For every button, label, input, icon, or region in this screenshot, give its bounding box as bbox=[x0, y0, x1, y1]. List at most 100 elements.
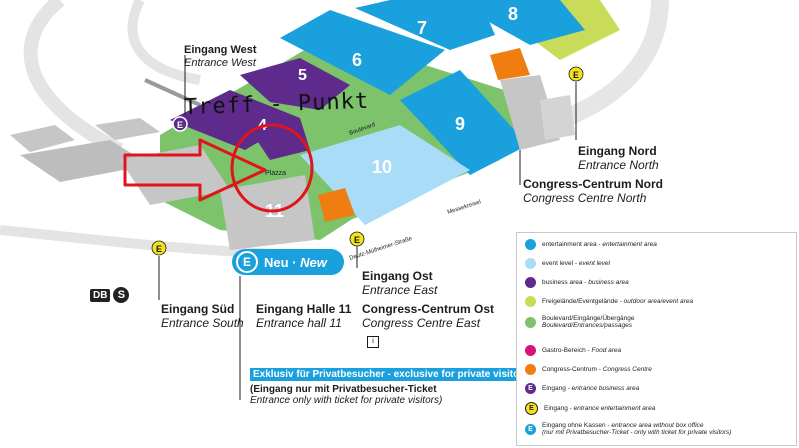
legend-item: event level - event level bbox=[525, 258, 610, 269]
legend-label: business area - business area bbox=[542, 278, 629, 286]
entrance-sued-de: Eingang Süd bbox=[161, 302, 235, 316]
hall-7-number: 7 bbox=[417, 18, 427, 38]
road-curve bbox=[23, 0, 124, 157]
legend-item: E Eingang - entrance business area bbox=[525, 383, 639, 394]
entrance-ost-marker-letter: E bbox=[354, 235, 360, 245]
entrance-nord-marker bbox=[568, 66, 584, 82]
congress-nord-en: Congress Centre North bbox=[523, 190, 647, 205]
bridge bbox=[144, 78, 201, 107]
station-building bbox=[10, 125, 75, 152]
congress-centre-ost bbox=[318, 188, 355, 222]
entrance-halle11-de: Eingang Halle 11 bbox=[256, 302, 352, 316]
legend-item: Freigelände/Eventgelände - outdoor area/… bbox=[525, 296, 693, 307]
new-entrance-text: Neu · New bbox=[264, 255, 327, 270]
transit-icons: DB S bbox=[90, 287, 130, 303]
legend-item: Congress-Centrum - Congress Centre bbox=[525, 364, 652, 375]
hall-8-number: 8 bbox=[508, 4, 518, 24]
entrance-ost-en: Entrance East bbox=[362, 282, 438, 297]
congress-nord-de: Congress-Centrum Nord bbox=[523, 177, 664, 191]
legend-label: Eingang - entrance entertainment area bbox=[544, 404, 656, 412]
hall-11-shape bbox=[220, 175, 315, 250]
legend-item: E Eingang - entrance entertainment area bbox=[525, 402, 655, 415]
hall-6-shape bbox=[280, 10, 445, 95]
legend-item: business area - business area bbox=[525, 277, 629, 288]
hall-8-shape bbox=[450, 0, 585, 45]
legend-label: Eingang - entrance business area bbox=[542, 384, 640, 392]
entrance-sued-en: Entrance South bbox=[161, 315, 244, 330]
hall-grey-west bbox=[120, 145, 230, 205]
legend-label: Congress-Centrum - Congress Centre bbox=[542, 365, 652, 373]
legend-item: E Eingang ohne Kassen - entrance area wit… bbox=[525, 422, 731, 437]
hall-5-number: 5 bbox=[298, 67, 307, 84]
congress-ost-de: Congress-Centrum Ost bbox=[362, 302, 495, 316]
s-bahn-icon: S bbox=[113, 287, 130, 303]
legend-swatch-icon bbox=[525, 239, 536, 250]
label-entrance-west: Eingang West Entrance West bbox=[184, 44, 257, 69]
hall-9-shape bbox=[400, 70, 528, 175]
new-en: New bbox=[300, 254, 327, 270]
private-line-3: Entrance only with ticket for private vi… bbox=[250, 395, 443, 406]
db-train-icon: DB bbox=[90, 288, 111, 302]
plazza-label: Plazza bbox=[265, 170, 286, 177]
road-curve bbox=[556, 0, 669, 129]
label-entrance-ost: Eingang Ost Entrance East bbox=[362, 269, 438, 298]
label-congress-nord: Congress-Centrum Nord Congress Centre No… bbox=[523, 177, 664, 206]
entrance-sued-marker-letter: E bbox=[156, 244, 162, 254]
label-entrance-halle11: Eingang Halle 11 Entrance hall 11 bbox=[256, 302, 352, 331]
congress-ost-en: Congress Centre East bbox=[362, 315, 481, 330]
private-line-2: (Eingang nur mit Privatbesucher-Ticket bbox=[250, 384, 437, 395]
private-highlight: Exklusiv für Privatbesucher - exclusive … bbox=[250, 368, 532, 381]
new-de: Neu · bbox=[264, 254, 301, 270]
station-building bbox=[95, 118, 160, 140]
entrance-ost-de: Eingang Ost bbox=[362, 269, 433, 283]
label-congress-ost: Congress-Centrum Ost Congress Centre Eas… bbox=[362, 302, 495, 331]
hall-6-number: 6 bbox=[352, 50, 362, 70]
legend-swatch-icon bbox=[525, 277, 536, 288]
new-entrance-badge: E Neu · New bbox=[232, 249, 344, 275]
info-glyph: i bbox=[367, 336, 379, 348]
legend-label: Eingang ohne Kassen - entrance area with… bbox=[542, 422, 732, 437]
legend-swatch-icon: E bbox=[525, 383, 536, 394]
legend-swatch-icon bbox=[525, 345, 536, 356]
annotation-arrow bbox=[123, 138, 267, 202]
legend-swatch-icon: E bbox=[525, 423, 536, 435]
entrance-nord-de: Eingang Nord bbox=[578, 144, 657, 158]
private-visitors-note: Exklusiv für Privatbesucher - exclusive … bbox=[250, 364, 532, 406]
congress-centre-nord bbox=[490, 48, 530, 80]
station-building bbox=[20, 140, 150, 182]
annotation-circle bbox=[230, 123, 314, 213]
legend-swatch-icon: E bbox=[525, 402, 538, 415]
hall-7-shape bbox=[355, 0, 495, 50]
legend-swatch-icon bbox=[525, 364, 536, 375]
map-legend: entertainment area - entertainment area e… bbox=[516, 232, 797, 446]
legend-label: event level - event level bbox=[542, 259, 610, 267]
congress-building-nord-2 bbox=[540, 95, 575, 140]
label-entrance-nord: Eingang Nord Entrance North bbox=[578, 144, 659, 173]
entrance-sued-marker bbox=[151, 240, 167, 256]
new-entrance-e-icon: E bbox=[236, 251, 258, 273]
legend-item: Gastro-Bereich - Food area bbox=[525, 345, 621, 356]
hall-10-number: 10 bbox=[372, 157, 392, 177]
legend-label: Freigelände/Eventgelände - outdoor area/… bbox=[542, 297, 694, 305]
legend-swatch-icon bbox=[525, 258, 536, 269]
label-entrance-sued: Eingang Süd Entrance South bbox=[161, 302, 244, 331]
messekreisel-label: Messekreisel bbox=[447, 199, 482, 216]
road-curve bbox=[127, 0, 201, 85]
entrance-halle11-en: Entrance hall 11 bbox=[256, 315, 342, 330]
entrance-west-marker-letter: E bbox=[177, 120, 183, 130]
entrance-nord-en: Entrance North bbox=[578, 157, 659, 172]
legend-swatch-icon bbox=[525, 296, 536, 307]
legend-swatch-icon bbox=[525, 316, 536, 328]
legend-label: Gastro-Bereich - Food area bbox=[542, 346, 622, 354]
entrance-ost-marker bbox=[349, 231, 365, 247]
entrance-west-de: Eingang West bbox=[184, 44, 257, 56]
entrance-nord-marker-letter: E bbox=[573, 70, 579, 80]
hall-9-number: 9 bbox=[455, 114, 465, 134]
hall-5-shape bbox=[240, 58, 350, 110]
entrance-west-marker bbox=[172, 116, 188, 132]
legend-item: entertainment area - entertainment area bbox=[525, 239, 657, 250]
